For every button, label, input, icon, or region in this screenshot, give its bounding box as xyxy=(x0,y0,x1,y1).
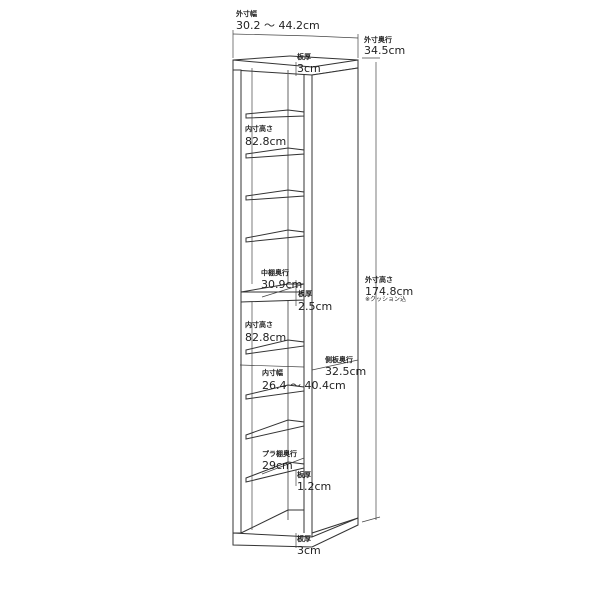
bottom-thickness-value: 3cm xyxy=(297,544,321,557)
outer-height-note: ※クッション込 xyxy=(365,296,407,303)
left-side-panel xyxy=(232,69,242,534)
bottom-board xyxy=(232,517,359,548)
side-panel-depth-label: 側板奥行 xyxy=(325,356,353,364)
outer-height-value: 174.8cm xyxy=(365,285,414,298)
outer-height-label: 外寸高さ xyxy=(365,276,393,284)
middle-shelf-thickness-label: 板厚 xyxy=(298,290,312,298)
middle-shelf-depth-label: 中棚奥行 xyxy=(261,269,289,277)
plastic-shelves xyxy=(245,109,305,483)
bottom-thickness-label: 板厚 xyxy=(297,535,311,543)
plastic-shelf-depth-value: 29cm xyxy=(262,459,293,472)
plastic-shelf-depth-label: プラ棚奥行 xyxy=(262,450,297,458)
top-thickness-value: 3cm xyxy=(297,62,321,75)
plastic-shelf-thickness-value: 1.2cm xyxy=(297,480,332,493)
inner-width-label: 内寸幅 xyxy=(262,369,283,377)
inner-height-lower-value: 82.8cm xyxy=(245,331,287,344)
inner-height-upper-value: 82.8cm xyxy=(245,135,287,148)
plastic-shelf-thickness-label: 板厚 xyxy=(297,471,311,479)
top-thickness-label: 板厚 xyxy=(297,53,311,61)
inner-width-value: 26.4 ～ 40.4cm xyxy=(262,379,346,392)
middle-shelf-depth-value: 30.9cm xyxy=(261,278,303,291)
outer-width-value: 30.2 ～ 44.2cm xyxy=(236,19,320,32)
middle-shelf-thickness-value: 2.5cm xyxy=(298,300,333,313)
outer-width-label: 外寸幅 xyxy=(236,10,257,18)
outer-depth-label: 外寸奥行 xyxy=(364,36,392,44)
side-panel-depth-value: 32.5cm xyxy=(325,365,367,378)
inner-height-lower-label: 内寸高さ xyxy=(245,321,273,329)
inner-height-upper-label: 内寸高さ xyxy=(245,125,273,133)
outer-depth-value: 34.5cm xyxy=(364,44,406,57)
